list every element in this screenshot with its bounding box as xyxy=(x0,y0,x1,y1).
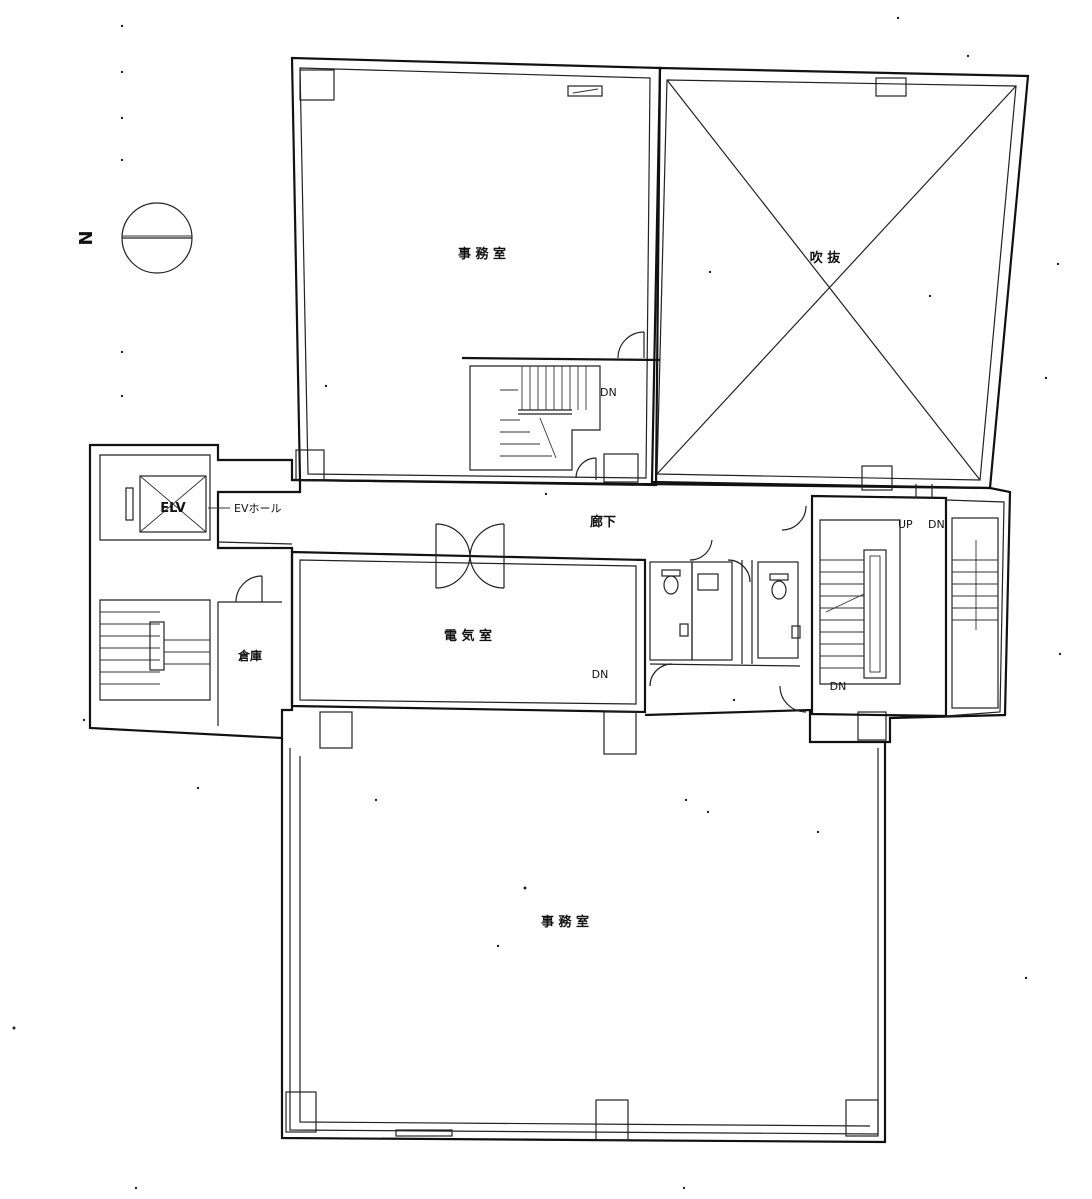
electrical-room: 電 気 室 DN xyxy=(444,628,608,681)
office-north-label: 事 務 室 xyxy=(458,246,506,262)
office-south: 事 務 室 xyxy=(395,914,589,1137)
outer-walls xyxy=(88,56,1030,1144)
window-mark xyxy=(567,85,603,97)
north-stair: DN xyxy=(461,331,661,480)
toilet-fixture-icon xyxy=(771,580,787,600)
storage-label: 倉庫 xyxy=(237,648,262,663)
door-swing xyxy=(781,505,807,531)
columns xyxy=(285,69,907,1141)
door-swing xyxy=(617,331,645,359)
north-stair-dn-label: DN xyxy=(600,386,617,399)
void-area: 吹 抜 xyxy=(656,79,1017,481)
door-swing xyxy=(779,685,807,713)
west-stair xyxy=(99,575,263,701)
elevator-counterweight xyxy=(125,487,134,521)
corridor-label: 廊下 xyxy=(590,514,616,530)
north-compass: N xyxy=(76,202,193,274)
electrical-dn-label: DN xyxy=(592,668,609,681)
door-swing xyxy=(235,575,263,603)
elevator-core: ELV EVホール xyxy=(125,475,281,533)
scan-artifacts xyxy=(12,16,1062,1190)
elevator-label: ELV xyxy=(160,501,185,516)
east-dn-label: DN xyxy=(928,518,945,531)
east-stair: UP DN DN xyxy=(779,484,948,718)
elevator-shaft xyxy=(139,475,207,533)
double-door xyxy=(435,523,505,589)
east-outer-stair xyxy=(945,499,1005,717)
sink-icon xyxy=(697,573,719,591)
void-label: 吹 抜 xyxy=(810,250,842,266)
ev-hall-label: EVホール xyxy=(234,502,281,515)
toilets xyxy=(649,539,801,687)
window-mark xyxy=(395,1129,453,1137)
storage-room: 倉庫 xyxy=(217,601,282,726)
compass-north-label: N xyxy=(76,230,97,245)
east-lower-dn-label: DN xyxy=(830,680,847,693)
electrical-room-label: 電 気 室 xyxy=(444,628,492,644)
office-north: 事 務 室 xyxy=(458,85,603,262)
door-swing xyxy=(649,663,673,687)
east-up-label: UP xyxy=(898,518,913,531)
corridor: 廊下 xyxy=(217,514,616,589)
door-swing xyxy=(727,559,751,583)
toilet-fixture-icon xyxy=(663,575,679,595)
stair-treads xyxy=(500,366,587,459)
door-swing xyxy=(689,539,713,561)
office-south-label: 事 務 室 xyxy=(541,914,589,930)
door-swing xyxy=(575,457,597,479)
